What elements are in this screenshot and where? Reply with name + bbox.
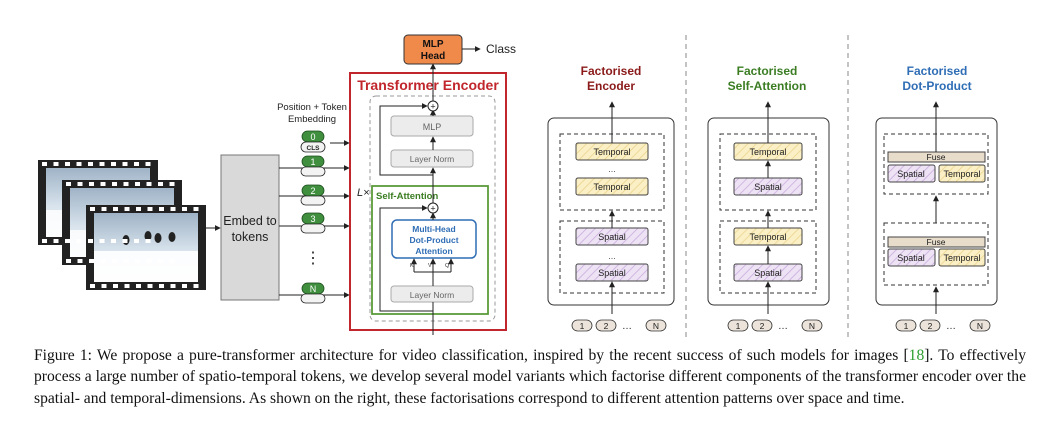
bottom-token-pill-2-1	[727, 319, 749, 332]
embed-to-tokens-block: Embed to tokens	[220, 154, 280, 301]
bottom-token-label-1-2: 2	[604, 321, 609, 331]
variant3-title2: Dot-Product	[902, 79, 971, 93]
cls-label: CLS	[307, 145, 321, 152]
bottom-token-pill-1-1	[571, 319, 593, 332]
bottom-token-pill-3-1	[895, 319, 917, 332]
variant1-title1: Factorised	[581, 64, 642, 78]
svg-text:⋮: ⋮	[932, 205, 940, 214]
bottom-token-pill-3-N	[969, 319, 991, 332]
variant3-title1: Factorised	[907, 64, 968, 78]
v1-spatial-top: Spatial	[598, 232, 626, 242]
variant2-title2: Self-Attention	[728, 79, 807, 93]
svg-text:…: …	[608, 252, 616, 261]
architecture-figure: Embed to tokens Position + Token Embeddi…	[38, 34, 998, 340]
v3-temporal-top: Temporal	[943, 169, 980, 179]
v1-spatial-bottom: Spatial	[598, 268, 626, 278]
v3-fuse-top: Fuse	[927, 152, 946, 162]
bottom-token-ellipsis-1: …	[622, 321, 632, 332]
variant1-title2: Encoder	[587, 79, 635, 93]
mlp-head: MLP Head Class	[403, 34, 516, 65]
token-num-n: N	[310, 284, 317, 294]
bottom-token-label-1-1: 1	[580, 321, 585, 331]
layer-norm-bottom-label: Layer Norm	[410, 290, 454, 300]
svg-text:⋮: ⋮	[764, 210, 772, 219]
token-num-1: 1	[310, 157, 315, 167]
residual-plus-1: +	[430, 204, 435, 214]
v1-temporal-bottom: Temporal	[593, 182, 630, 192]
mhdpa-line3: Attention	[415, 246, 452, 256]
q-label: Q	[445, 263, 450, 269]
token-num-3: 3	[310, 214, 315, 224]
v2-spatial-top: Spatial	[754, 182, 782, 192]
variant-factorised-self-attention: Factorised Self-Attention Temporal Spati…	[707, 64, 830, 314]
token-dots: ⋮	[305, 250, 321, 267]
v2-temporal-top: Temporal	[749, 147, 786, 157]
bottom-token-ellipsis-3: …	[946, 321, 956, 332]
variant-factorised-encoder: Factorised Encoder Temporal Temporal Spa…	[547, 64, 675, 314]
bottom-token-label-2-N: N	[809, 321, 815, 331]
mlp-head-line1: MLP	[422, 39, 443, 50]
figure-caption: Figure 1: We propose a pure-transformer …	[34, 345, 1026, 409]
transformer-encoder: Transformer Encoder L× MLP Layer Norm Se…	[349, 63, 507, 335]
self-attention-label: Self-Attention	[376, 191, 438, 202]
v-label: V	[428, 263, 432, 269]
mlp-block-label: MLP	[423, 122, 442, 132]
video-frames	[38, 160, 206, 290]
l-times-label: L×	[357, 187, 370, 199]
caption-prefix: Figure 1: We propose a pure-transformer …	[34, 347, 909, 364]
bottom-token-label-2-1: 1	[736, 321, 741, 331]
bottom-token-label-2-2: 2	[760, 321, 765, 331]
token-num-0: 0	[310, 132, 315, 142]
pos-embed-label2: Embedding	[288, 114, 336, 125]
pos-embed-label: Position + Token	[277, 102, 347, 113]
bottom-token-pill-1-2	[595, 319, 617, 332]
variant-factorised-dot-product: Factorised Dot-Product Fuse Spatial Temp…	[875, 64, 998, 314]
v1-temporal-top: Temporal	[593, 147, 630, 157]
mhdpa-line1: Multi-Head	[412, 224, 455, 234]
bottom-token-label-3-2: 2	[928, 321, 933, 331]
bottom-token-pill-3-2	[919, 319, 941, 332]
v2-spatial-bottom: Spatial	[754, 268, 782, 278]
mlp-head-line2: Head	[421, 51, 445, 62]
v3-spatial-top: Spatial	[897, 169, 925, 179]
token-num-2: 2	[310, 186, 315, 196]
v3-fuse-bottom: Fuse	[927, 237, 946, 247]
caption-suffix: ]. To effectively process a large number…	[34, 347, 1026, 407]
layer-norm-top-label: Layer Norm	[410, 154, 454, 164]
k-label: K	[410, 263, 414, 269]
bottom-token-label-1-N: N	[653, 321, 659, 331]
citation-link[interactable]: 18	[908, 347, 925, 364]
svg-text:…: …	[608, 165, 616, 174]
bottom-token-rows: 1 2 … N 1 2 … N 1 2 … N	[571, 319, 991, 332]
residual-plus-2: +	[430, 102, 435, 112]
bottom-token-label-3-1: 1	[904, 321, 909, 331]
token-embeddings: 0 CLS 1 2 3 ⋮ N	[300, 130, 326, 304]
embed-label-line1: Embed to	[223, 214, 277, 228]
variant2-title1: Factorised	[737, 64, 798, 78]
class-label: Class	[486, 42, 516, 56]
encoder-title: Transformer Encoder	[357, 77, 499, 93]
bottom-token-pill-1-N	[645, 319, 667, 332]
mhdpa-line2: Dot-Product	[409, 235, 458, 245]
bottom-token-ellipsis-2: …	[778, 321, 788, 332]
embed-label-line2: tokens	[232, 230, 269, 244]
v3-temporal-bottom: Temporal	[943, 253, 980, 263]
bottom-token-pill-2-2	[751, 319, 773, 332]
v2-temporal-bottom: Temporal	[749, 232, 786, 242]
v3-spatial-bottom: Spatial	[897, 253, 925, 263]
bottom-token-pill-2-N	[801, 319, 823, 332]
bottom-token-label-3-N: N	[977, 321, 983, 331]
